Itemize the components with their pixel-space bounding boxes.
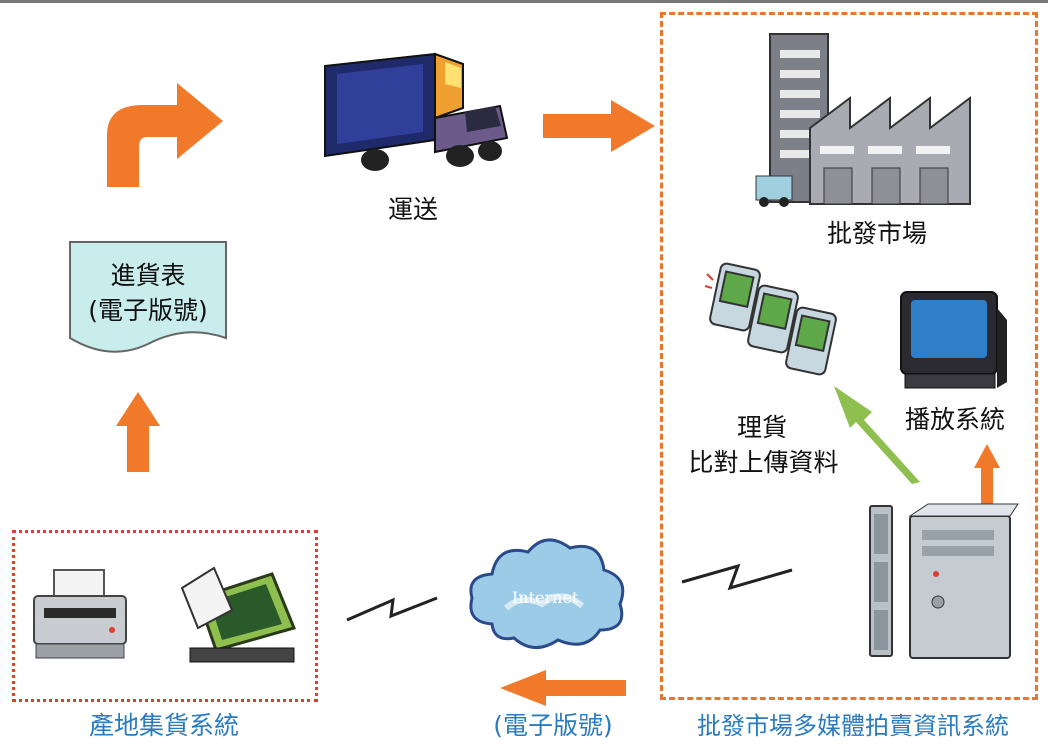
warehouse-icon: [755, 33, 971, 207]
wholesale-market-label: 批發市場: [826, 219, 927, 248]
bottom-arrow-label: (電子版號): [493, 711, 613, 740]
cloud-label: Internet: [512, 588, 579, 607]
arrow-to-market: [543, 100, 655, 152]
server-icon: [869, 503, 1019, 659]
computer-icon: [180, 566, 297, 663]
auction-system-label: 批發市場多媒體拍賣資訊系統: [697, 712, 1009, 740]
tally-label-line1: 理貨: [736, 413, 787, 442]
transport-label: 運送: [387, 195, 438, 224]
arrow-to-tally: [834, 386, 920, 484]
arrow-up-to-manifest: [116, 392, 160, 472]
truck-icon: [324, 52, 509, 171]
arrow-up-to-playback: [974, 444, 1000, 508]
curved-up-arrow: [107, 83, 223, 187]
top-rule: [0, 0, 1048, 3]
manifest-label-line1: 進貨表: [110, 261, 186, 290]
origin-system-label: 產地集貨系統: [88, 711, 239, 740]
origin-system-group: [12, 530, 318, 702]
auction-system-group: [660, 12, 1038, 700]
tv-icon: [900, 291, 1007, 389]
pda-icon: [704, 262, 837, 376]
playback-system-label: 播放系統: [904, 405, 1005, 434]
tally-label-line2: 比對上傳資料: [688, 448, 839, 477]
form-icon: [69, 241, 227, 353]
cloud-icon: [469, 538, 625, 649]
printer-icon: [33, 569, 127, 659]
lightning-icon: [346, 596, 438, 622]
lightning-icon: [681, 563, 793, 591]
arrow-left-to-cloud: [500, 670, 626, 706]
manifest-label-line2: (電子版號): [88, 296, 208, 325]
